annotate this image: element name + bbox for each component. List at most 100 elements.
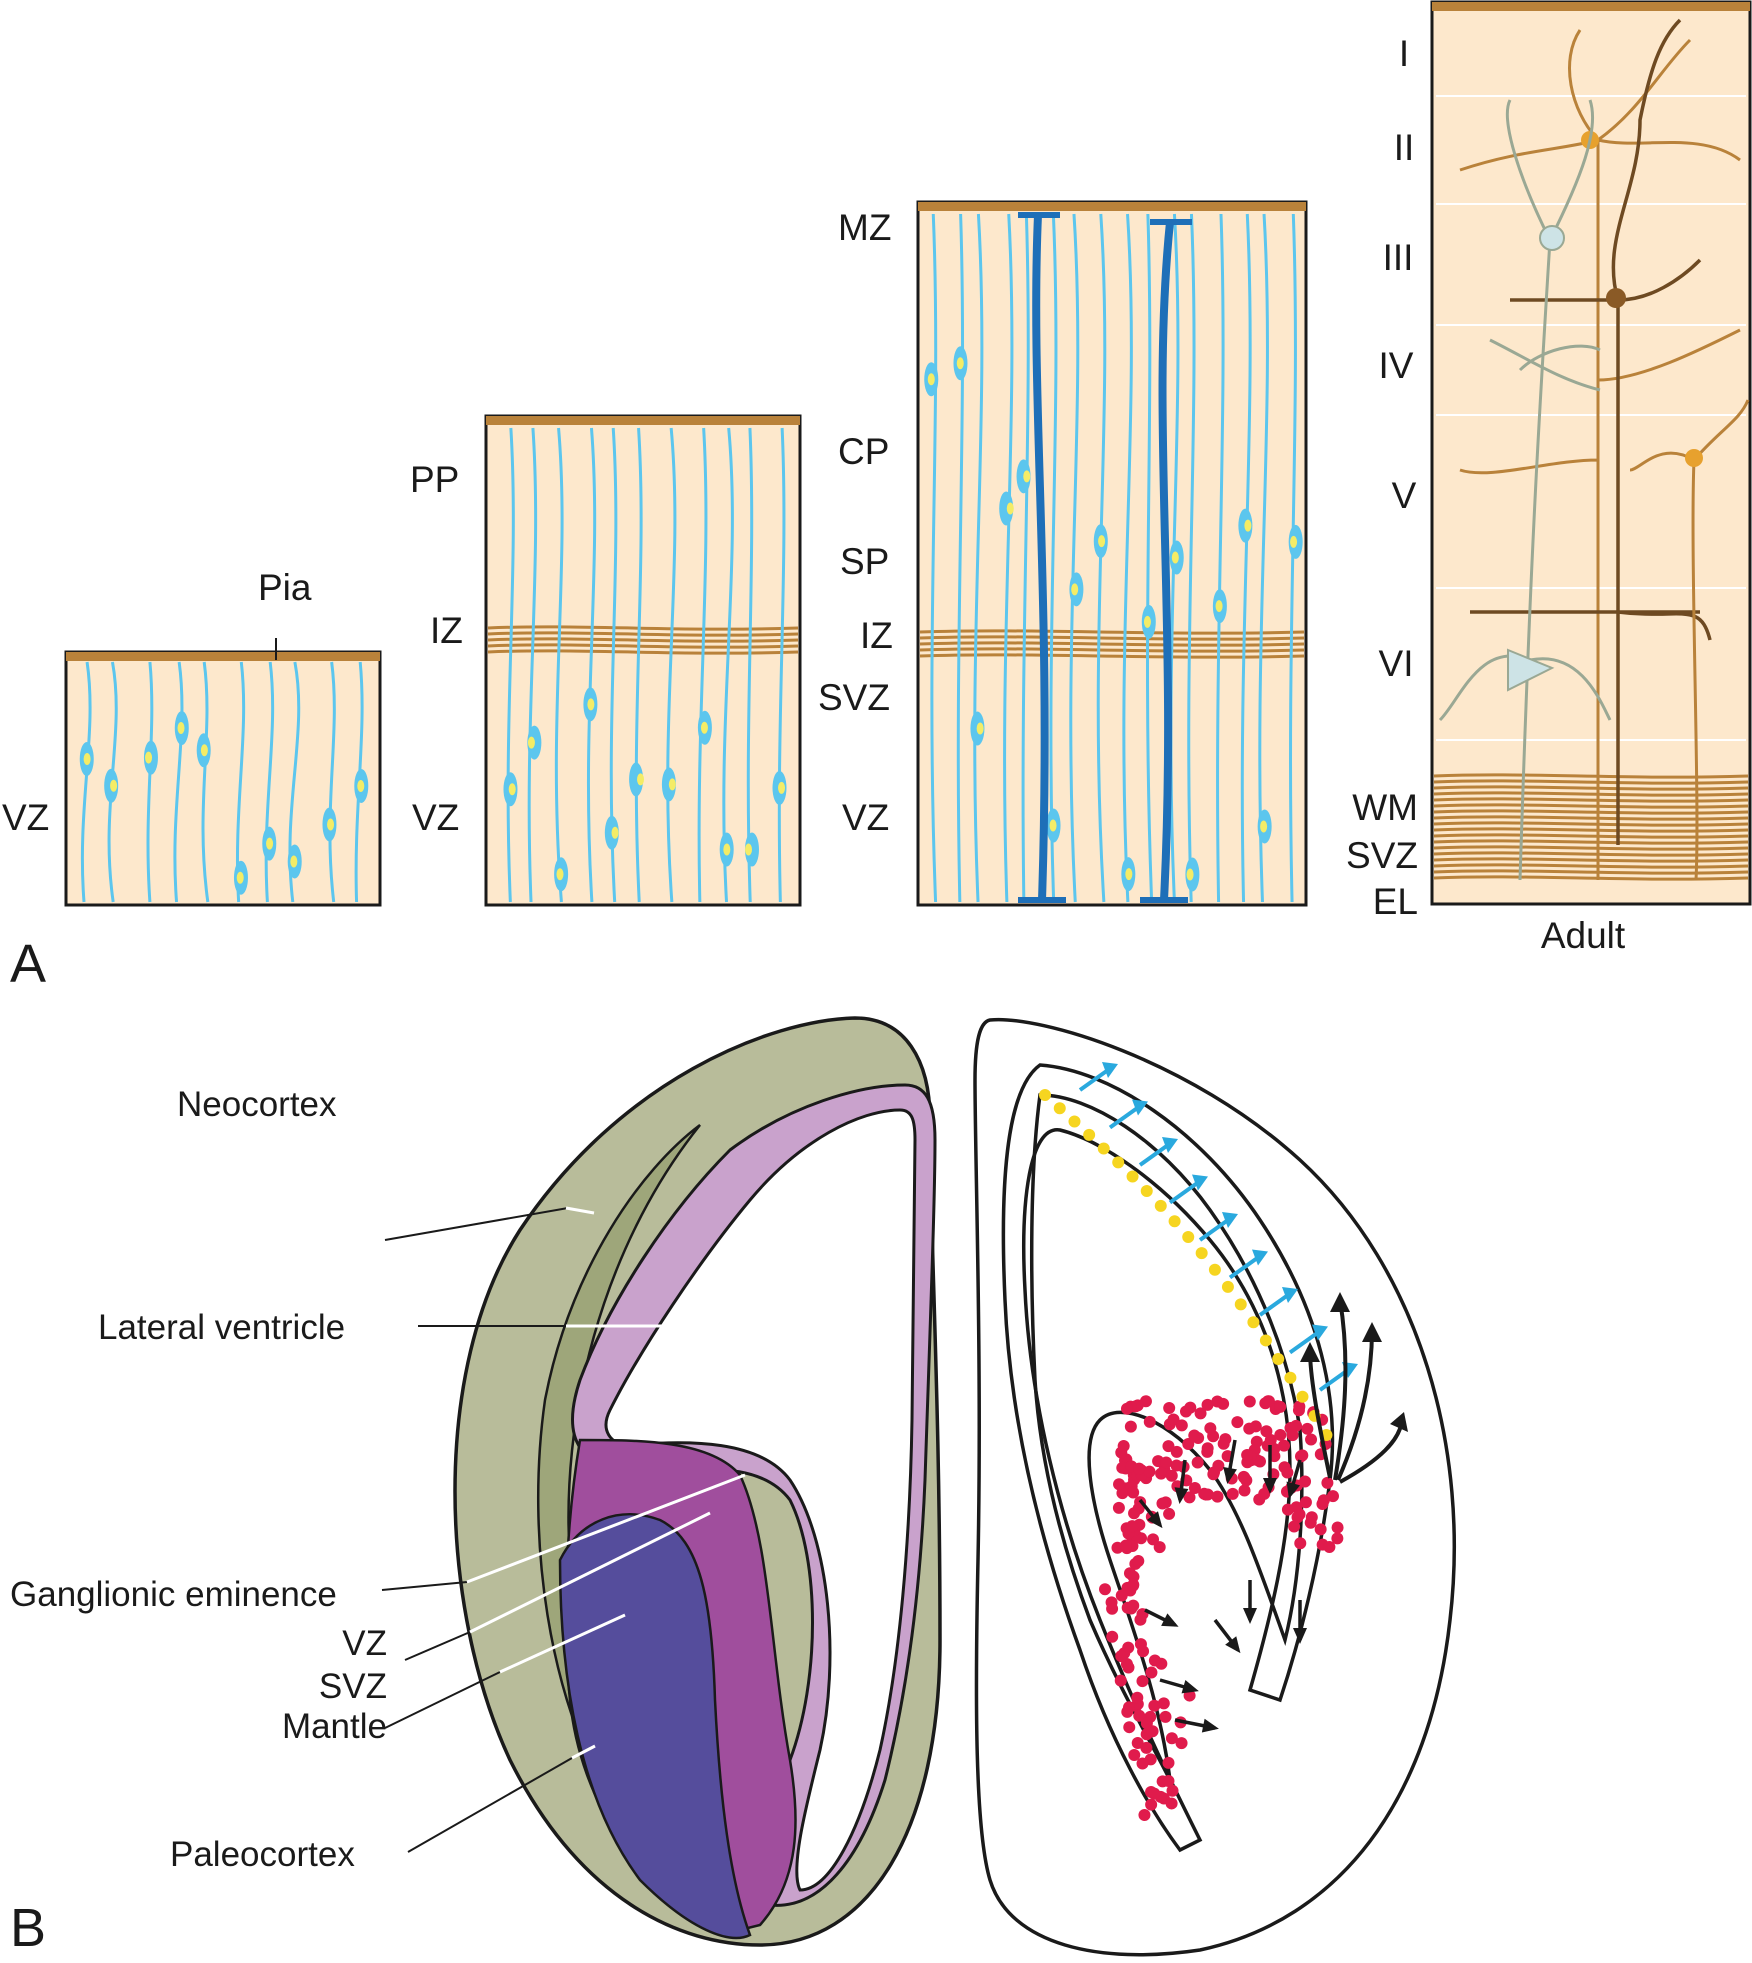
stage-3-diagram: [916, 200, 1308, 907]
cell-nucleus: [177, 722, 185, 735]
dispersal-arrowhead: [1161, 1613, 1179, 1627]
interneuron-dot: [1238, 1471, 1251, 1484]
interneuron-dot: [1106, 1630, 1119, 1643]
interneuron-dot: [1120, 1402, 1133, 1415]
migrating-cell-dot: [1259, 1334, 1272, 1347]
label-svz-adult: SVZ: [1346, 835, 1418, 876]
radial-glia-fiber: [1187, 213, 1196, 903]
mantle-region: [558, 1513, 752, 1940]
axon-fiber: [1433, 791, 1749, 797]
migrating-cell-dot: [1168, 1215, 1181, 1228]
axon-fiber: [1433, 773, 1749, 779]
dispersal-arrowhead: [1174, 1487, 1189, 1504]
interneuron-dot: [1123, 1721, 1136, 1734]
adult-layer-labels: I II III IV V VI WM SVZ EL Adult: [1346, 33, 1626, 956]
cell-nucleus: [1098, 535, 1106, 548]
interneuron-dot: [1153, 1541, 1166, 1554]
label-iz-stage2: IZ: [430, 610, 463, 651]
migrating-cell-dot: [1296, 1390, 1309, 1403]
interneuron-dot: [1261, 1439, 1274, 1452]
label-svz-stage3: SVZ: [818, 677, 890, 718]
interneuron-dot: [1294, 1537, 1307, 1550]
interneuron-dot: [1299, 1496, 1312, 1509]
interneuron-dot: [1127, 1578, 1140, 1591]
cell-nucleus: [1244, 519, 1252, 532]
interneuron-dot: [1238, 1484, 1251, 1497]
interneuron-dot: [1281, 1466, 1294, 1479]
axon-fiber: [1433, 827, 1749, 833]
label-el: EL: [1373, 881, 1418, 922]
radial-glia-fibers: [924, 213, 1303, 903]
interneuron-dot: [1162, 1440, 1175, 1453]
migrating-cell-dot: [1083, 1128, 1096, 1141]
radial-glia-fiber: [1216, 213, 1225, 903]
adult-neurons: [1438, 18, 1750, 881]
interneuron-dot: [1145, 1666, 1158, 1679]
dispersal-arrowhead: [1293, 1628, 1307, 1644]
cell-nucleus: [745, 843, 753, 856]
cell-nucleus: [700, 721, 708, 734]
pia-layer: [1432, 2, 1750, 11]
interneuron-dot: [1199, 1488, 1212, 1501]
radial-glia-fiber: [527, 427, 538, 903]
label-paleocortex: Paleocortex: [170, 1835, 355, 1874]
interneuron-dot: [1145, 1785, 1158, 1798]
interneuron-dot: [1301, 1422, 1314, 1435]
interneuron-dot: [1175, 1737, 1188, 1750]
radial-glia-fiber: [1122, 213, 1133, 903]
interneuron-dot: [1293, 1508, 1306, 1521]
interneuron-dot: [1314, 1523, 1327, 1536]
right-hemisphere-outline: [973, 1017, 1457, 1957]
interneuron-dot: [1167, 1413, 1180, 1426]
interneuron-dot: [1217, 1397, 1230, 1410]
white-matter-fibers: [1433, 773, 1749, 881]
axon-fiber: [1433, 875, 1749, 881]
cell-nucleus: [508, 783, 516, 796]
radial-glia-fiber: [697, 427, 708, 903]
label-lateral-ventricle: Lateral ventricle: [98, 1308, 345, 1347]
interneuron-dot: [1131, 1691, 1144, 1704]
migrating-cell-dot: [1039, 1089, 1051, 1101]
cell-nucleus: [290, 855, 298, 868]
arrowheads-tangential: [1300, 1292, 1408, 1432]
interneuron-dot: [1127, 1599, 1140, 1612]
cell-nucleus: [1143, 615, 1151, 628]
dispersal-arrowhead: [1263, 1478, 1277, 1494]
panel-letter-a: A: [10, 934, 46, 994]
radial-glia-fiber: [1258, 213, 1269, 903]
interneuron-dot: [1136, 1757, 1149, 1770]
cell-nucleus: [927, 373, 935, 386]
radial-glia-fiber: [173, 661, 184, 903]
pia-layer: [486, 416, 800, 425]
radial-glia-fiber: [1069, 213, 1080, 903]
interneuron-dot: [1201, 1398, 1214, 1411]
interneuron-dot: [1115, 1650, 1128, 1663]
radial-glia-fiber: [328, 661, 336, 903]
radial-glia-fiber: [722, 427, 734, 903]
interneuron-dot: [1258, 1487, 1271, 1500]
label-ganglionic-eminence: Ganglionic eminence: [10, 1575, 337, 1614]
label-neocortex: Neocortex: [177, 1085, 337, 1124]
migrating-radial-cells: [1039, 1089, 1333, 1441]
axon-fiber: [1433, 803, 1749, 809]
label-mz: MZ: [838, 207, 891, 248]
interneuron-dot: [1286, 1429, 1299, 1442]
migrating-cell-dot: [1068, 1115, 1081, 1128]
radial-migration-arrowhead: [1312, 1324, 1328, 1341]
interneuron-dot: [1117, 1440, 1130, 1453]
cell-nucleus: [1215, 600, 1223, 613]
interneuron-dot: [1099, 1583, 1112, 1596]
interneuron-dot: [1241, 1449, 1254, 1462]
radial-glia-fiber: [554, 427, 564, 903]
interneuron-dot: [1126, 1520, 1139, 1533]
interneuron-dot: [1128, 1507, 1141, 1520]
interneuron-dot: [1326, 1490, 1339, 1503]
interneuron-dot: [1226, 1487, 1239, 1500]
radial-migration-arrowhead: [1132, 1099, 1148, 1116]
migrating-cell-dot: [1234, 1298, 1247, 1311]
radial-glia-fiber: [506, 427, 515, 903]
interneuron-dot: [1156, 1497, 1169, 1510]
interneuron-dot: [1136, 1675, 1149, 1688]
dispersal-arrowhead: [1225, 1636, 1241, 1654]
axon-fiber: [1433, 821, 1749, 827]
